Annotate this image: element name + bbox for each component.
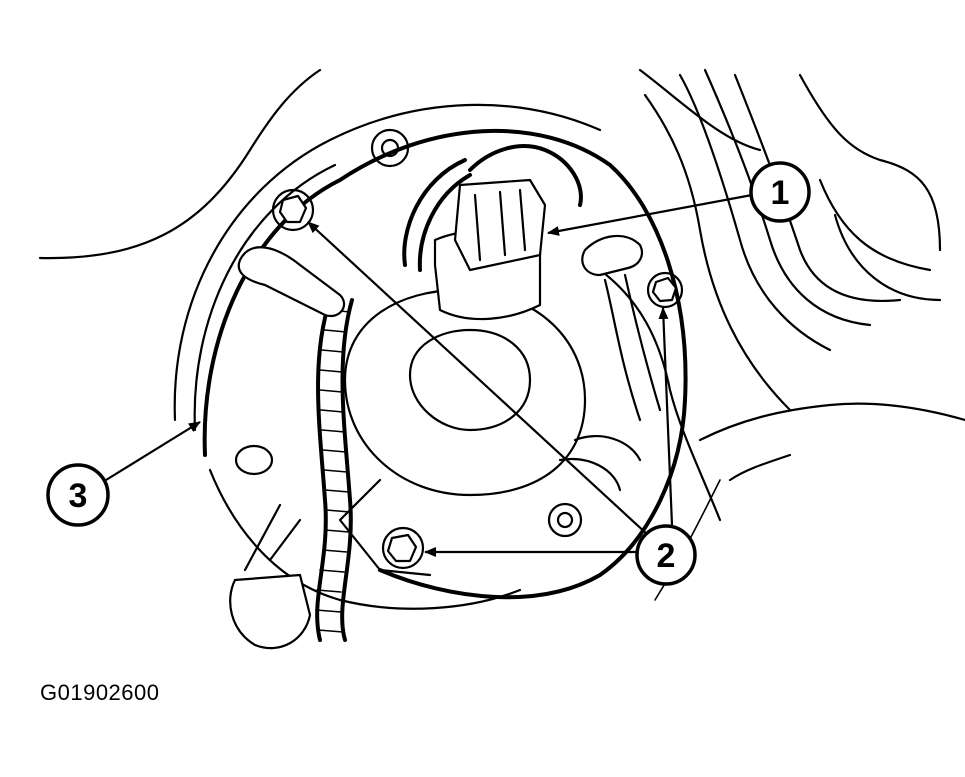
stud-lower-right bbox=[547, 502, 583, 538]
leader-2-right-bolt bbox=[658, 307, 674, 526]
leader-1-connector bbox=[547, 193, 753, 236]
bolt-lower bbox=[381, 526, 425, 570]
wiring-harness bbox=[315, 158, 472, 642]
pump-mounting-flange bbox=[173, 103, 688, 610]
figure-id: G01902600 bbox=[40, 680, 160, 705]
callout-3-label: 3 bbox=[69, 477, 88, 515]
callout-1-label: 1 bbox=[771, 174, 790, 212]
callout-1: 1 bbox=[749, 161, 811, 223]
leader-3-flange bbox=[105, 421, 201, 481]
leader-lines bbox=[105, 193, 753, 557]
leader-2-upper-left-bolt bbox=[307, 221, 649, 536]
electrical-connector bbox=[433, 144, 583, 321]
callout-3: 3 bbox=[46, 463, 110, 527]
callout-2-label: 2 bbox=[657, 537, 676, 575]
stud-upper bbox=[370, 128, 410, 168]
pump-housing bbox=[338, 288, 642, 577]
stud-left bbox=[234, 444, 274, 476]
bolt-upper-left bbox=[271, 188, 315, 232]
mounting-bolts bbox=[234, 128, 684, 570]
bolt-right bbox=[646, 271, 684, 309]
fuel-tubes bbox=[229, 234, 662, 650]
callout-2: 2 bbox=[635, 524, 697, 586]
